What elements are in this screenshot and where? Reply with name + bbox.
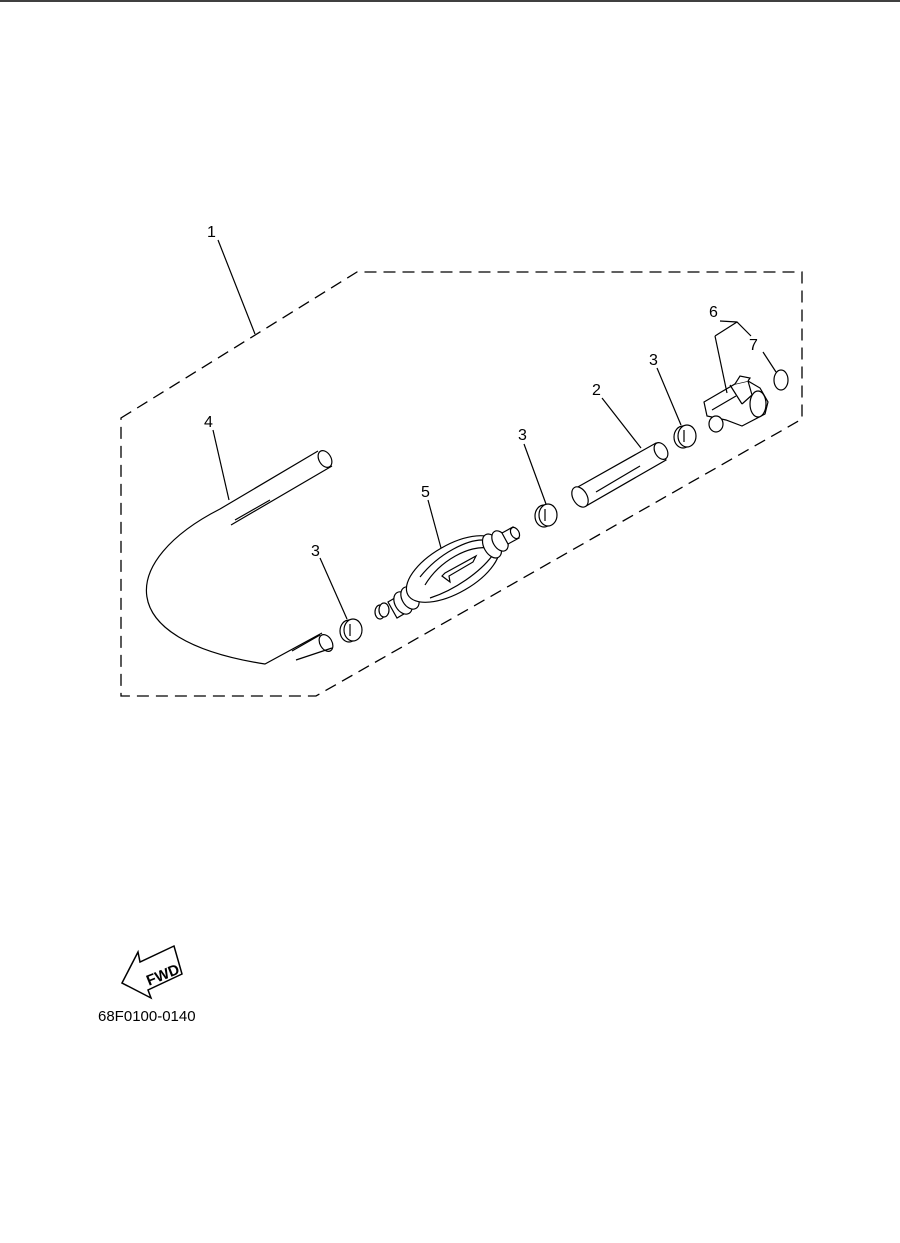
callout-3-left: 3 xyxy=(311,543,320,560)
callout-2: 2 xyxy=(592,382,601,399)
clip-part-3-middle xyxy=(534,503,558,528)
callout-3-right: 3 xyxy=(649,352,658,369)
short-hose-part-2 xyxy=(571,442,669,508)
fuel-hose-part-4 xyxy=(145,450,334,665)
fwd-arrow-icon: FWD xyxy=(120,944,183,1000)
callout-4: 4 xyxy=(204,414,213,431)
leader-lines xyxy=(212,239,777,620)
callout-6: 6 xyxy=(709,304,718,321)
clip-part-3-right xyxy=(673,424,697,449)
connector-part-6 xyxy=(703,375,769,433)
callout-1: 1 xyxy=(207,224,216,241)
callout-7: 7 xyxy=(749,337,758,354)
callout-3-middle: 3 xyxy=(518,427,527,444)
callout-5: 5 xyxy=(421,484,430,501)
assembly-boundary xyxy=(120,271,803,697)
clip-part-3-left xyxy=(339,618,363,643)
diagram-code: 68F0100-0140 xyxy=(98,1008,196,1025)
o-ring-part-7 xyxy=(773,369,789,391)
primer-bulb-part-5 xyxy=(374,526,521,620)
